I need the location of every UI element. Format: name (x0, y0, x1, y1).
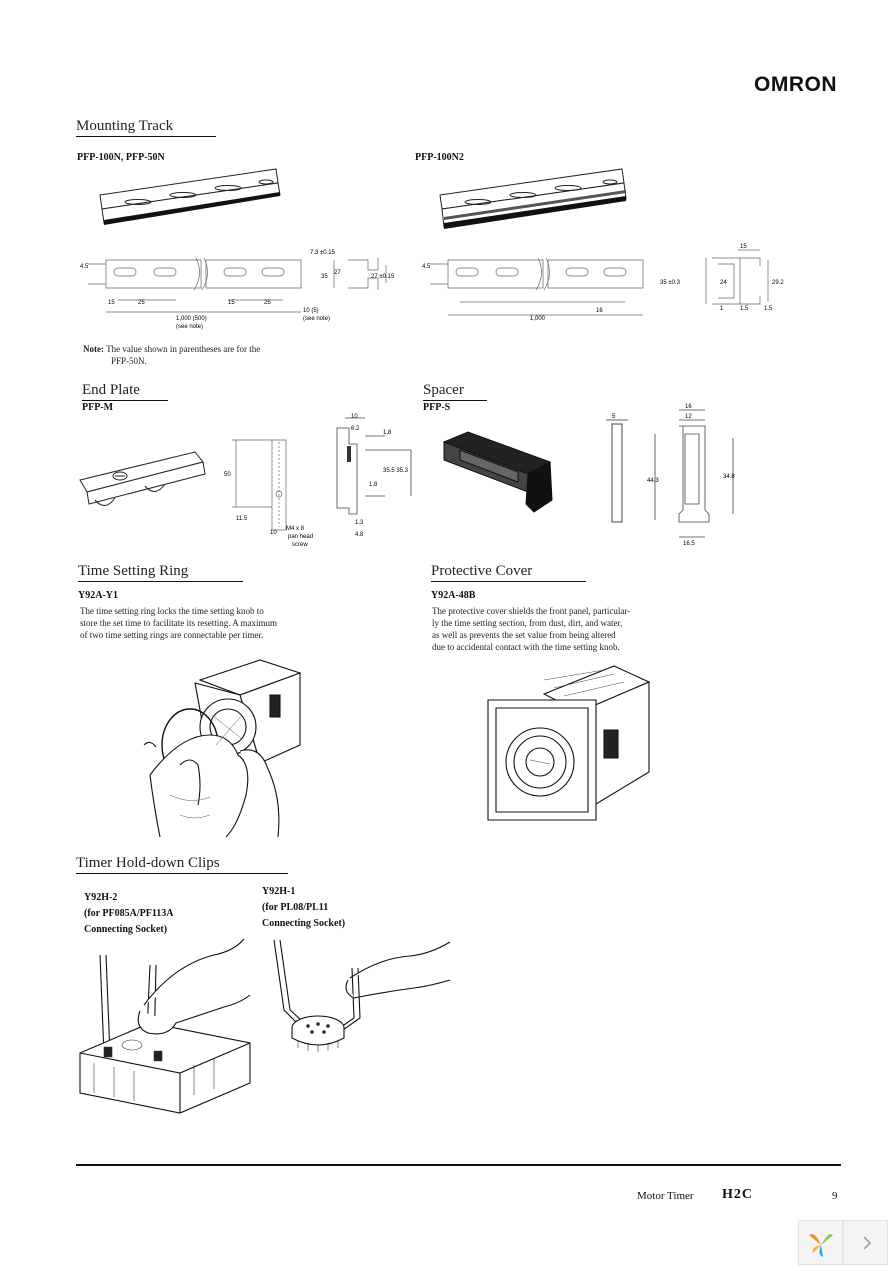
clip-b-socket: (for PL08/PL11 (262, 902, 329, 913)
svg-text:35 ±0.3: 35 ±0.3 (660, 280, 681, 286)
svg-text:25: 25 (264, 300, 271, 306)
svg-text:10 (5): 10 (5) (303, 308, 319, 314)
protective-cover-description: The protective cover shields the front p… (432, 605, 672, 653)
time-setting-ring-description: The time setting ring locks the time set… (80, 605, 320, 641)
spacer-model: PFP-S (423, 402, 451, 413)
svg-text:1: 1 (720, 306, 724, 312)
mounting-track-title: Mounting Track (76, 118, 216, 137)
protective-cover-model: Y92A-48B (431, 590, 476, 601)
svg-text:15: 15 (740, 244, 747, 250)
svg-text:6.2: 6.2 (351, 426, 360, 432)
svg-text:7.3 ±0.15: 7.3 ±0.15 (310, 250, 336, 256)
clip-a-illustration (74, 935, 254, 1110)
time-setting-ring-photo (140, 655, 310, 837)
rail-perspective-left (98, 165, 283, 225)
spacer-title: Spacer (423, 382, 487, 401)
svg-text:16: 16 (596, 308, 603, 314)
svg-text:1,000: 1,000 (530, 316, 546, 322)
end-plate-side-view: 50 11.5 10 M4 x 8 pan head screw (224, 412, 313, 548)
svg-text:27: 27 (334, 270, 341, 276)
svg-text:4.5: 4.5 (422, 264, 431, 270)
end-plate-model: PFP-M (82, 402, 114, 413)
brand-logo: OMRON (754, 73, 837, 96)
mounting-track-note: Note: The value shown in parentheses are… (83, 343, 260, 367)
cover-line-3: as well as prevents the set value from b… (432, 630, 616, 640)
ring-line-2: store the set time to facilitate its res… (80, 618, 277, 628)
svg-text:34.8: 34.8 (723, 474, 735, 480)
next-page-button[interactable] (843, 1220, 888, 1265)
svg-text:50: 50 (224, 472, 231, 478)
clip-b-socket-2: Connecting Socket) (262, 918, 346, 929)
spacer-front-view: 44.3 16 12 34.8 16.5 (647, 404, 735, 547)
svg-text:1.3: 1.3 (355, 520, 364, 526)
clip-a-label: Y92H-2 (for PF085A/PF113A Connecting Soc… (84, 890, 174, 938)
svg-text:10: 10 (351, 414, 358, 420)
rail-dimension-right: 4.5 35 ±0.3 1,000 16 24 29.2 15 1 1.5 1.… (422, 244, 784, 322)
svg-text:1,000 (500): 1,000 (500) (176, 316, 207, 322)
svg-text:16: 16 (685, 404, 692, 410)
page-number: 9 (832, 1190, 838, 1202)
protective-cover-title: Protective Cover (431, 563, 586, 582)
svg-text:25: 25 (138, 300, 145, 306)
cover-line-4: due to accidental contact with the time … (432, 642, 620, 652)
protective-cover-photo (484, 662, 654, 822)
time-setting-ring-model: Y92A-Y1 (78, 590, 118, 601)
spacer-illustration (440, 430, 580, 525)
rail-perspective-right (438, 165, 628, 229)
svg-text:4.5: 4.5 (80, 264, 89, 270)
hold-down-clips-title: Timer Hold-down Clips (76, 855, 288, 874)
clip-b-model: Y92H-1 (262, 886, 296, 897)
svg-text:pan head: pan head (288, 534, 313, 540)
svg-text:4.8: 4.8 (355, 532, 364, 538)
svg-text:(see note): (see note) (303, 316, 330, 322)
svg-text:1.8: 1.8 (369, 482, 378, 488)
svg-text:16.5: 16.5 (683, 541, 695, 547)
svg-text:35: 35 (321, 274, 328, 280)
mounting-track-left-model: PFP-100N, PFP-50N (77, 152, 165, 163)
note-label: Note: (83, 344, 104, 354)
svg-text:44.3: 44.3 (647, 478, 659, 484)
svg-text:1.5: 1.5 (764, 306, 773, 312)
cover-line-2: ly the time setting section, from dust, … (432, 618, 623, 628)
end-plate-front-view: 10 6.2 1.8 35.5 35.3 1.8 1.3 4.8 (325, 414, 420, 538)
clip-a-socket-2: Connecting Socket) (84, 924, 168, 935)
footer-model: H2C (722, 1187, 753, 1202)
svg-text:24: 24 (720, 280, 727, 286)
note-text-2: PFP-50N. (111, 356, 147, 366)
svg-text:15: 15 (108, 300, 115, 306)
ring-line-1: The time setting ring locks the time set… (80, 606, 264, 616)
svg-text:15: 15 (228, 300, 235, 306)
clip-a-model: Y92H-2 (84, 892, 118, 903)
svg-text:1.5: 1.5 (740, 306, 749, 312)
svg-text:screw: screw (292, 542, 308, 548)
pinwheel-icon (809, 1234, 833, 1257)
clip-b-illustration (268, 928, 453, 1058)
mounting-track-right-model: PFP-100N2 (415, 152, 464, 163)
time-setting-ring-title: Time Setting Ring (78, 563, 243, 582)
ring-line-3: of two time setting rings are connectabl… (80, 630, 264, 640)
spacer-side-view: 5 (600, 414, 630, 527)
svg-text:5: 5 (612, 414, 616, 420)
svg-text:35.5 35.3: 35.5 35.3 (383, 468, 409, 474)
svg-text:10: 10 (270, 530, 277, 536)
viewer-logo-button[interactable] (798, 1220, 843, 1265)
svg-text:11.5: 11.5 (236, 516, 248, 522)
note-text: The value shown in parentheses are for t… (106, 344, 261, 354)
footer-rule (76, 1164, 841, 1166)
svg-text:1.8: 1.8 (383, 430, 392, 436)
cover-line-1: The protective cover shields the front p… (432, 606, 631, 616)
end-plate-illustration (75, 440, 210, 515)
clip-b-label: Y92H-1 (for PL08/PL11 Connecting Socket) (262, 884, 345, 932)
svg-text:12: 12 (685, 414, 692, 420)
chevron-right-icon (863, 1236, 872, 1250)
end-plate-title: End Plate (82, 382, 168, 401)
svg-text:(see note): (see note) (176, 324, 203, 330)
svg-text:29.2: 29.2 (772, 280, 784, 286)
rail-dimension-left: 4.5 15 25 15 25 1,000 (500) (see note) 1… (80, 250, 395, 330)
footer-label: Motor Timer (637, 1190, 694, 1202)
clip-a-socket: (for PF085A/PF113A (84, 908, 174, 919)
svg-text:M4 x 8: M4 x 8 (286, 526, 305, 532)
svg-text:27 ±0.15: 27 ±0.15 (371, 274, 395, 280)
